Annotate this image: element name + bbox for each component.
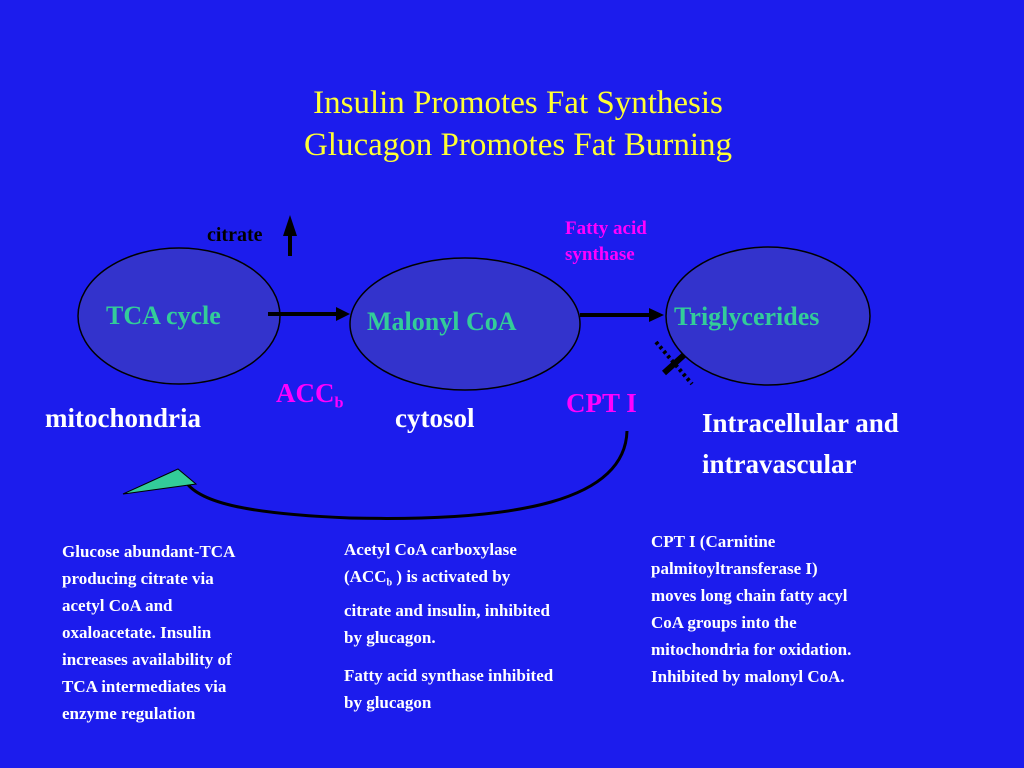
malonyl-coa-oval bbox=[349, 257, 581, 391]
tca-cycle-label: TCA cycle bbox=[106, 301, 221, 330]
intracellular-label: Intracellular and intravascular bbox=[702, 403, 899, 485]
note-tca-line: increases availability of bbox=[62, 650, 232, 669]
acc-label: ACCb bbox=[276, 378, 344, 413]
malonyl-to-triglycerides-arrowhead bbox=[649, 308, 664, 322]
note-cpt1-line: mitochondria for oxidation. bbox=[651, 640, 852, 659]
note-cpt1-line: palmitoyltransferase I) bbox=[651, 559, 818, 578]
note-acc-line: citrate and insulin, inhibited bbox=[344, 600, 550, 620]
note-acc-line: Acetyl CoA carboxylase bbox=[344, 540, 517, 559]
note-cpt1: CPT I (Carnitine palmitoyltransferase I)… bbox=[651, 528, 851, 690]
note-cpt1-line: Inhibited by malonyl CoA. bbox=[651, 667, 845, 686]
note-acc: Acetyl CoA carboxylase (ACCb ) is activa… bbox=[344, 536, 553, 716]
intracellular-line-2: intravascular bbox=[702, 449, 857, 479]
note-tca-line: enzyme regulation bbox=[62, 704, 196, 723]
cytosol-label: cytosol bbox=[395, 403, 475, 433]
note-tca: Glucose abundant-TCA producing citrate v… bbox=[62, 538, 235, 727]
fatty-acid-synthase-line-2: synthase bbox=[565, 244, 635, 265]
slide-title: Insulin Promotes Fat Synthesis Glucagon … bbox=[0, 82, 1024, 166]
tca-to-malonyl-arrowhead bbox=[336, 307, 350, 321]
citrate-up-arrow-head bbox=[283, 215, 297, 236]
mitochondria-label: mitochondria bbox=[45, 403, 202, 433]
note-tca-line: producing citrate via bbox=[62, 569, 214, 588]
cpt1-inhibition-bar bbox=[661, 352, 687, 376]
note-acc-line: by glucagon. bbox=[344, 627, 436, 647]
note-tca-line: acetyl CoA and bbox=[62, 596, 173, 615]
note-cpt1-line: moves long chain fatty acyl bbox=[651, 586, 848, 605]
fatty-acid-synthase-line-1: Fatty acid bbox=[565, 218, 647, 239]
note-cpt1-line: CoA groups into the bbox=[651, 613, 797, 632]
note-tca-line: oxaloacetate. Insulin bbox=[62, 623, 212, 642]
note-cpt1-line: CPT I (Carnitine bbox=[651, 532, 776, 551]
return-curve-arrowhead bbox=[122, 468, 198, 495]
title-line-1: Insulin Promotes Fat Synthesis bbox=[313, 85, 723, 121]
acc-text: ACC bbox=[276, 378, 335, 408]
triglycerides-label: Triglycerides bbox=[674, 302, 820, 331]
malonyl-coa-label: Malonyl CoA bbox=[367, 307, 517, 336]
note-acc-line: Fatty acid synthase inhibited bbox=[344, 665, 554, 685]
fatty-acid-synthase-label: Fatty acid synthase bbox=[565, 216, 647, 268]
title-line-2: Glucagon Promotes Fat Burning bbox=[303, 127, 733, 163]
note-acc-line: (ACCb ) is activated by bbox=[344, 563, 553, 597]
note-acc-subscript: b bbox=[386, 577, 393, 589]
return-curve-arrow bbox=[184, 430, 629, 520]
triglycerides-oval bbox=[665, 246, 871, 386]
intracellular-line-1: Intracellular and bbox=[702, 408, 899, 438]
cpt1-label: CPT I bbox=[566, 388, 637, 418]
note-acc-line: by glucagon bbox=[344, 692, 432, 712]
note-acc-pre: (ACC bbox=[344, 567, 387, 586]
note-tca-line: TCA intermediates via bbox=[62, 677, 227, 696]
acc-subscript: b bbox=[334, 393, 344, 412]
citrate-label: citrate bbox=[207, 224, 263, 246]
note-acc-post: ) is activated by bbox=[392, 567, 511, 586]
note-tca-line: Glucose abundant-TCA bbox=[62, 542, 236, 561]
